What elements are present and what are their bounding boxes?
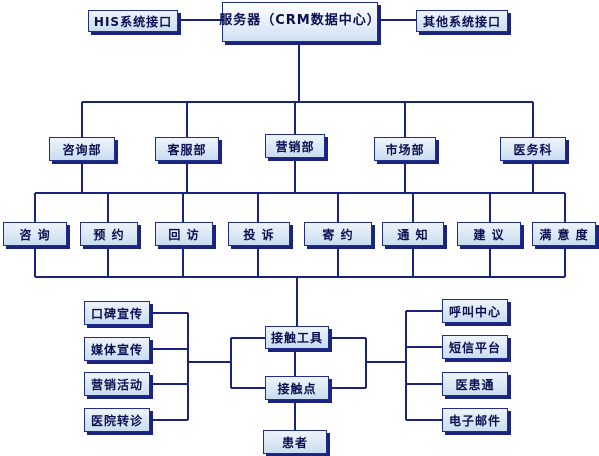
channel-doctor-patient-link: 医患通: [442, 372, 508, 396]
dept-customer-service: 客服部: [155, 137, 219, 161]
channel-sms-platform: 短信平台: [442, 335, 508, 359]
crm-server-box: 服务器（CRM数据中心）: [219, 2, 380, 42]
channel-email: 电子邮件: [442, 408, 508, 432]
dept-medical-affairs: 医务科: [500, 137, 566, 161]
channel-hospital-referral: 医院转诊: [84, 408, 150, 432]
function-booking: 寄 约: [304, 222, 372, 246]
function-follow-up: 回 访: [155, 222, 213, 246]
his-interface-box: HIS系统接口: [88, 10, 178, 32]
dept-market: 市场部: [374, 137, 436, 161]
patient-box: 患者: [263, 430, 327, 454]
function-complaint: 投 诉: [228, 222, 290, 246]
function-notify: 通 知: [382, 222, 444, 246]
function-suggestion: 建 议: [457, 222, 521, 246]
contact-points-box: 接触点: [265, 376, 329, 400]
channel-call-center: 呼叫中心: [442, 299, 508, 323]
function-satisfaction: 满 意 度: [532, 222, 596, 246]
function-appointment: 预 约: [80, 222, 138, 246]
function-consult: 咨 询: [3, 222, 67, 246]
other-interface-box: 其他系统接口: [416, 10, 508, 32]
channel-marketing-events: 营销活动: [84, 372, 150, 396]
dept-consulting: 咨询部: [49, 137, 115, 161]
channel-word-of-mouth: 口碑宣传: [84, 301, 150, 325]
contact-tools-box: 接触工具: [265, 326, 329, 349]
channel-media-promotion: 媒体宣传: [84, 337, 150, 361]
dept-marketing: 营销部: [265, 134, 325, 158]
